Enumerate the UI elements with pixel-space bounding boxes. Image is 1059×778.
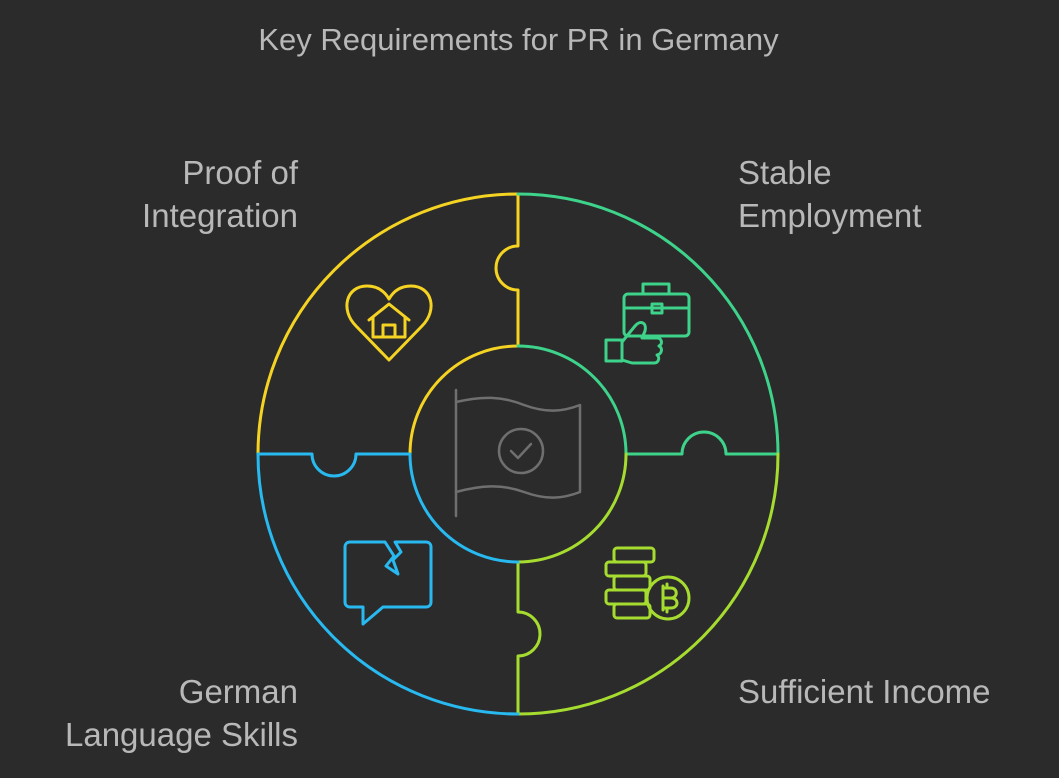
segment-stable-employment — [516, 192, 780, 456]
flag-check-icon — [454, 388, 582, 518]
label-line: German — [178, 673, 298, 710]
segment-german-language-skills — [256, 452, 520, 716]
label-line: Language Skills — [65, 716, 298, 753]
label-line: Proof of — [182, 154, 298, 191]
label-sufficient-income: Sufficient Income — [738, 670, 991, 713]
label-line: Employment — [738, 197, 922, 234]
broken-speech-bubble-icon — [343, 540, 433, 626]
label-line: Sufficient Income — [738, 673, 991, 710]
diagram-title: Key Requirements for PR in Germany — [258, 22, 779, 57]
segment-sufficient-income — [516, 452, 780, 716]
label-stable-employment: Stable Employment — [738, 151, 921, 237]
heart-home-icon — [345, 284, 433, 362]
label-line: Integration — [142, 197, 298, 234]
label-german-language-skills: German Language Skills — [65, 670, 298, 756]
briefcase-thumbs-up-icon — [604, 282, 691, 365]
segment-proof-of-integration — [256, 192, 520, 456]
coins-bitcoin-icon — [604, 546, 691, 621]
label-proof-of-integration: Proof of Integration — [142, 151, 298, 237]
label-line: Stable — [738, 154, 832, 191]
